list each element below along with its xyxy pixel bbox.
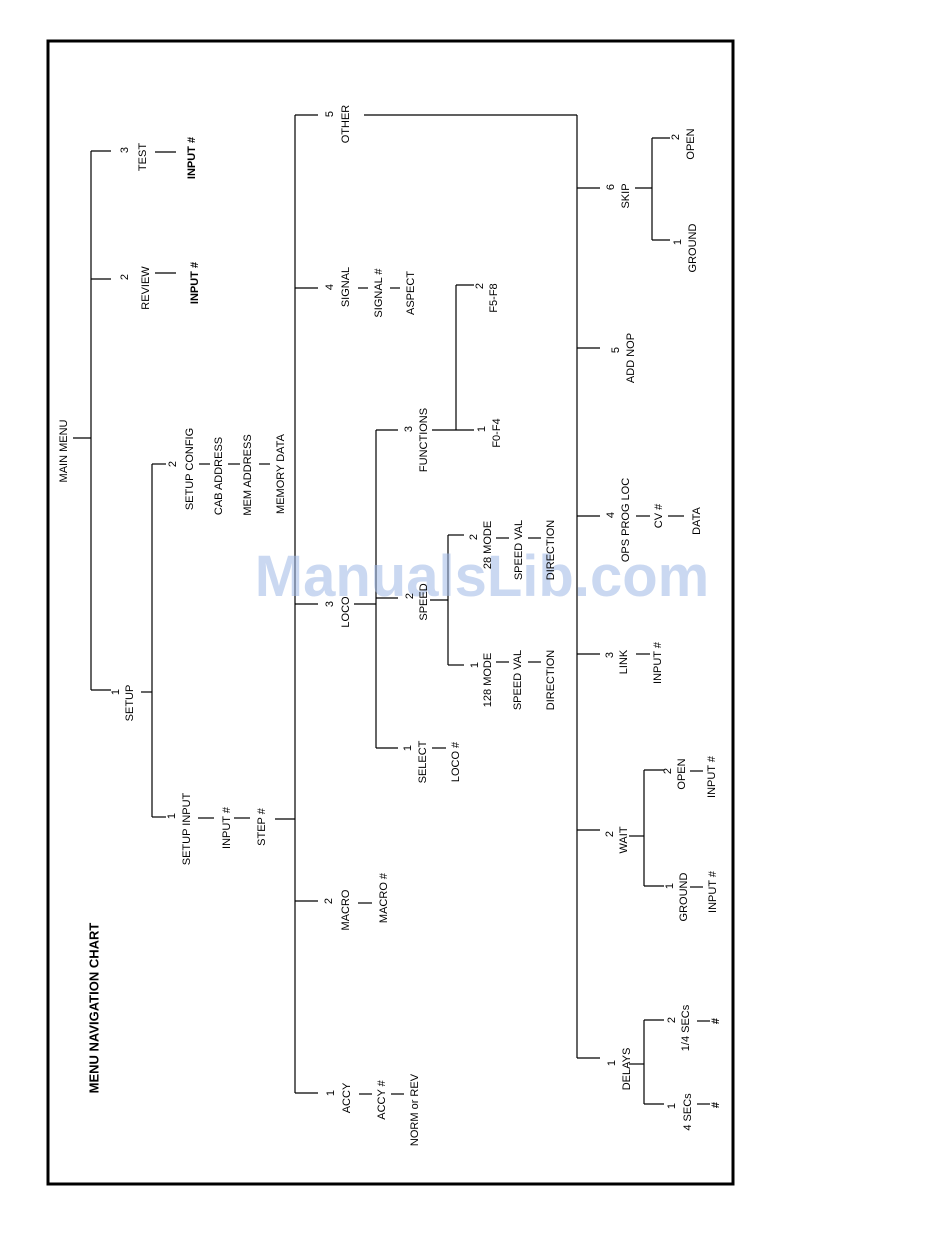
node-accy: ACCY xyxy=(341,1082,353,1113)
node-delays: DELAYS xyxy=(621,1048,633,1091)
node-wait-open-input: INPUT # xyxy=(706,755,718,798)
node-norm-or-rev: NORM or REV xyxy=(409,1073,421,1146)
chart-frame xyxy=(46,39,735,1186)
node-setup-config: SETUP CONFIG xyxy=(184,428,196,510)
node-mem-address: MEM ADDRESS xyxy=(242,434,254,515)
node-ops-prog-loc: OPS PROG LOC xyxy=(620,478,632,562)
node-setup-input-num: 1 xyxy=(166,813,178,819)
node-memory-data: MEMORY DATA xyxy=(275,433,287,514)
node-labels: MAIN MENU 1 SETUP 2 REVIEW INPUT # 3 TES… xyxy=(58,105,722,1146)
node-add-nop-num: 5 xyxy=(610,347,622,353)
node-signal: SIGNAL xyxy=(340,267,352,307)
node-review-num: 2 xyxy=(119,274,131,280)
chart-title-group: MENU NAVIGATION CHART xyxy=(86,923,101,1094)
node-data: DATA xyxy=(691,506,703,534)
node-skip-open-num: 2 xyxy=(670,134,682,140)
node-skip-ground-num: 1 xyxy=(672,239,684,245)
node-4-secs-num: 1 xyxy=(666,1103,678,1109)
node-setup-num: 1 xyxy=(110,689,122,695)
node-setup: SETUP xyxy=(124,685,136,722)
node-f5-f8-num: 2 xyxy=(474,283,486,289)
node-accy-value: ACCY # xyxy=(376,1079,388,1119)
node-signal-value: SIGNAL # xyxy=(373,268,385,318)
node-accy-num: 1 xyxy=(325,1090,337,1096)
node-step: STEP # xyxy=(256,807,268,846)
node-speed-val-128: SPEED VAL xyxy=(512,650,524,710)
node-delays-num: 1 xyxy=(606,1060,618,1066)
node-4-secs-value: # xyxy=(710,1102,722,1108)
node-wait-ground-input: INPUT # xyxy=(707,870,719,913)
node-28-mode-num: 2 xyxy=(468,534,480,540)
node-quarter-secs-num: 2 xyxy=(666,1017,678,1023)
connector-lines xyxy=(73,114,710,1105)
node-speed-num: 2 xyxy=(404,593,416,599)
node-4-secs: 4 SECs xyxy=(682,1093,694,1131)
node-select-num: 1 xyxy=(402,745,414,751)
node-128-mode-num: 1 xyxy=(469,662,481,668)
node-skip: SKIP xyxy=(620,183,632,208)
node-select: SELECT xyxy=(417,740,429,783)
node-setup-input-value: INPUT # xyxy=(221,806,233,849)
node-loco-num: 3 xyxy=(324,601,336,607)
node-128-mode: 128 MODE xyxy=(482,653,494,707)
node-quarter-secs-value: # xyxy=(710,1018,722,1024)
node-link-num: 3 xyxy=(604,652,616,658)
node-functions: FUNCTIONS xyxy=(418,408,430,472)
node-add-nop: ADD NOP xyxy=(625,333,637,383)
node-macro: MACRO xyxy=(340,889,352,930)
node-main-menu: MAIN MENU xyxy=(58,419,70,482)
node-wait-num: 2 xyxy=(604,831,616,837)
node-quarter-secs: 1/4 SECs xyxy=(680,1004,692,1051)
node-f0-f4-num: 1 xyxy=(476,426,488,432)
node-wait-ground-num: 1 xyxy=(664,883,676,889)
node-ops-num: 4 xyxy=(605,512,617,518)
node-loco-value: LOCO # xyxy=(450,741,462,782)
node-f5-f8: F5-F8 xyxy=(488,283,500,312)
node-test-num: 3 xyxy=(119,147,131,153)
node-signal-num: 4 xyxy=(324,284,336,290)
node-speed: SPEED xyxy=(418,583,430,620)
node-skip-num: 6 xyxy=(605,184,617,190)
node-test: TEST xyxy=(137,143,149,171)
node-link-input: INPUT # xyxy=(652,641,664,684)
node-other: OTHER xyxy=(340,105,352,144)
node-speed-val-28: SPEED VAL xyxy=(513,520,525,580)
chart-title: MENU NAVIGATION CHART xyxy=(86,923,101,1094)
node-cv: CV # xyxy=(653,503,665,528)
node-skip-open: OPEN xyxy=(685,128,697,159)
node-wait-open: OPEN xyxy=(676,758,688,789)
node-test-input: INPUT # xyxy=(186,137,198,179)
node-link: LINK xyxy=(618,649,630,674)
node-setup-config-num: 2 xyxy=(167,461,179,467)
node-f0-f4: F0-F4 xyxy=(491,418,503,447)
watermark: ManualsLib.com xyxy=(255,544,709,609)
node-direction-128: DIRECTION xyxy=(545,650,557,711)
node-macro-value: MACRO # xyxy=(378,872,390,923)
node-review-input: INPUT # xyxy=(189,262,201,304)
node-wait: WAIT xyxy=(618,826,630,853)
node-setup-input: SETUP INPUT xyxy=(181,792,193,865)
node-28-mode: 28 MODE xyxy=(482,521,494,569)
node-skip-ground: GROUND xyxy=(687,224,699,273)
node-wait-open-num: 2 xyxy=(662,768,674,774)
node-wait-ground: GROUND xyxy=(678,873,690,922)
node-aspect: ASPECT xyxy=(405,271,417,315)
node-cab-address: CAB ADDRESS xyxy=(213,437,225,515)
node-review: REVIEW xyxy=(140,266,152,310)
node-macro-num: 2 xyxy=(323,898,335,904)
node-functions-num: 3 xyxy=(403,426,415,432)
node-direction-28: DIRECTION xyxy=(545,520,557,581)
node-other-num: 5 xyxy=(324,111,336,117)
node-loco: LOCO xyxy=(340,596,352,628)
